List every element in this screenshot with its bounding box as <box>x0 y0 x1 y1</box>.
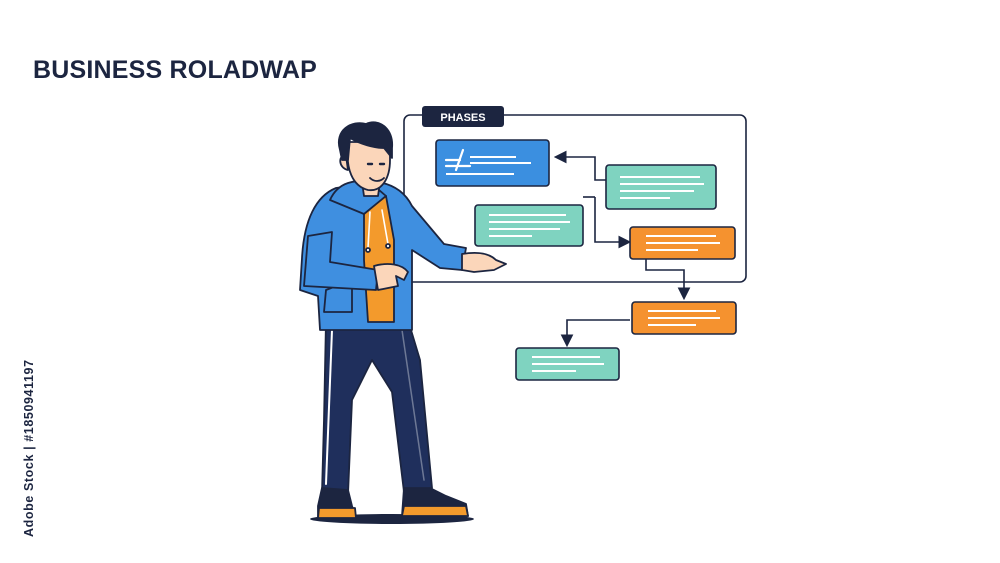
card-teal-top-right <box>605 164 717 210</box>
left-hand <box>373 263 409 291</box>
phases-tag: PHASES <box>422 106 504 127</box>
arrow-icon <box>594 197 632 249</box>
presenter-illustration <box>299 121 507 524</box>
connectors <box>553 150 691 348</box>
arrow-icon <box>553 150 606 181</box>
card-orange-inside <box>629 226 736 260</box>
arrow-icon <box>645 259 691 301</box>
card-blue <box>435 139 550 187</box>
hair <box>337 121 393 161</box>
face <box>346 141 391 191</box>
pants <box>321 319 433 495</box>
page-title: BUSINESS ROLADWAP <box>33 56 317 84</box>
arrow-icon <box>560 319 630 348</box>
shirt <box>363 195 395 323</box>
phases-tag-label: PHASES <box>440 112 485 124</box>
right-hand <box>461 252 507 273</box>
card-teal-bottom <box>515 347 620 381</box>
card-teal-middle <box>474 204 584 247</box>
card-orange-outside <box>631 301 737 335</box>
